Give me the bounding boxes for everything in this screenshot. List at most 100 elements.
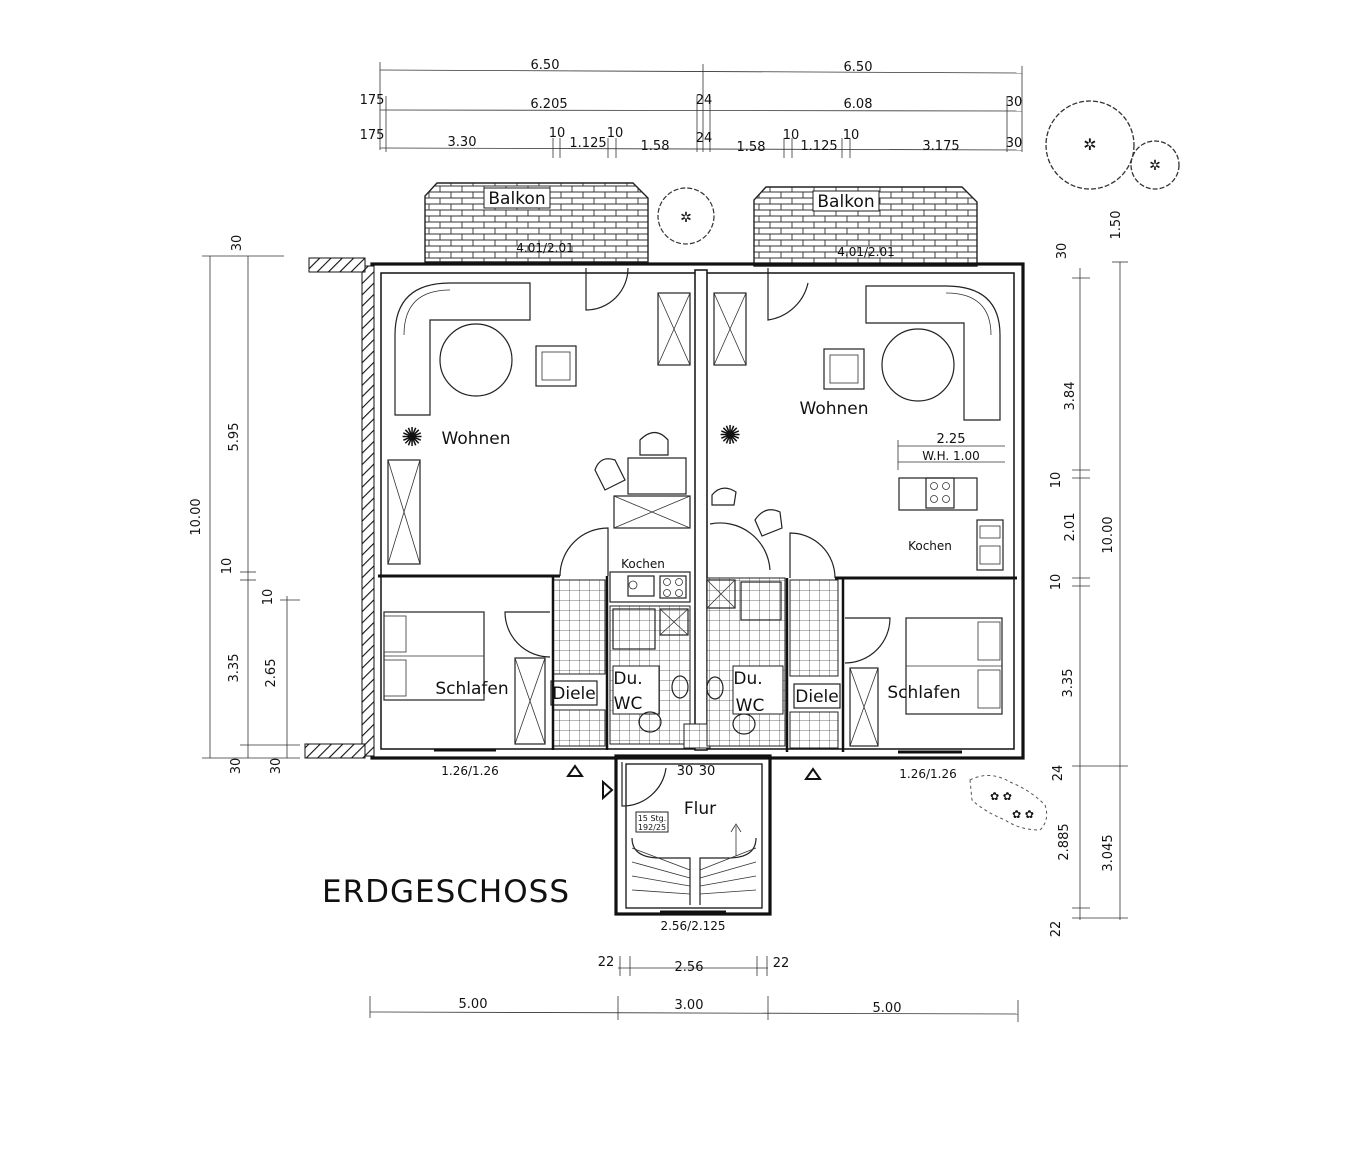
svg-text:✲: ✲ xyxy=(1083,135,1096,154)
dim-top-3c: 10 xyxy=(549,126,566,141)
balcony-right: Balkon 4.01/2.01 xyxy=(753,186,978,267)
flur-wall-b: 30 xyxy=(699,764,716,779)
dim-top-3g: 24 xyxy=(696,131,713,146)
dim-left-c: 10 xyxy=(220,558,235,575)
dim-top-3b: 3.30 xyxy=(448,135,477,150)
plan-title: ERDGESCHOSS xyxy=(322,874,570,910)
dim-top-2a: 175 xyxy=(360,93,385,108)
svg-text:✲: ✲ xyxy=(680,210,692,226)
svg-text:✿ ✿: ✿ ✿ xyxy=(990,790,1012,803)
top-dimensions: 6.50 6.50 175 6.205 24 6.08 30 175 3.30 … xyxy=(360,58,1023,158)
diele-left: Diele xyxy=(550,576,609,750)
stair-note-2: 192/25 xyxy=(638,823,666,832)
dim-top-1a: 6.50 xyxy=(531,58,560,73)
bath-left: Du. WC xyxy=(609,605,711,749)
tree-small-icon: ✲ xyxy=(657,187,715,245)
window-right-label: 1.26/1.26 xyxy=(899,767,956,781)
wohnen-right: ✺ Wohnen 2.25 W.H. 1.00 xyxy=(709,268,1005,579)
dim-bottom-2a: 5.00 xyxy=(459,997,488,1012)
wc-left-label: WC xyxy=(614,694,643,714)
svg-text:✿ ✿: ✿ ✿ xyxy=(1012,808,1034,821)
diele-right-label: Diele xyxy=(795,687,838,707)
dim-bottom-1c: 22 xyxy=(773,956,790,971)
kochen-left-label: Kochen xyxy=(621,557,665,571)
schlafen-right: Schlafen 1.26/1.26 xyxy=(844,617,1003,781)
balkon-right-label: Balkon xyxy=(817,192,874,212)
plant-right-icon: ✺ xyxy=(719,421,741,451)
entry-markers xyxy=(566,764,822,801)
dim-top-2e: 30 xyxy=(1006,95,1023,110)
kitchen-counter-label: 2.25 xyxy=(937,432,966,447)
dim-right-d: 2.01 xyxy=(1063,513,1078,542)
dim-left-d: 3.35 xyxy=(227,654,242,683)
balcony-left: Balkon 4.01/2.01 xyxy=(424,182,649,263)
dim-top-3k: 10 xyxy=(843,128,860,143)
dim-left2-c: 30 xyxy=(269,758,284,775)
diele-left-label: Diele xyxy=(552,684,595,704)
kochen-right: Kochen xyxy=(898,477,1004,571)
dim-right-tree: 1.50 xyxy=(1109,211,1124,240)
flur-stairwell: 15 Stg. 192/25 Flur 2.56/2.125 30 30 xyxy=(614,754,772,933)
dim-right-c: 10 xyxy=(1049,472,1064,489)
dim-top-3d: 1.125 xyxy=(569,136,606,151)
dim-left-b: 5.95 xyxy=(227,423,242,452)
balkon-right-window: 4.01/2.01 xyxy=(837,245,894,259)
dim-top-3f: 1.58 xyxy=(641,139,670,154)
left-dimensions: 10.00 30 5.95 10 3.35 30 10 2.65 30 xyxy=(189,235,300,775)
wohnen-right-label: Wohnen xyxy=(800,399,869,419)
du-left-label: Du. xyxy=(613,669,642,689)
dim-right-i: 22 xyxy=(1049,921,1064,938)
dim-bottom-1a: 22 xyxy=(598,955,615,970)
dim-top-3e: 10 xyxy=(607,126,624,141)
window-left-label: 1.26/1.26 xyxy=(441,764,498,778)
dim-right-h: 2.885 xyxy=(1057,823,1072,860)
dim-top-3i: 10 xyxy=(783,128,800,143)
dim-right-e: 10 xyxy=(1049,574,1064,591)
kochen-right-label: Kochen xyxy=(908,539,952,553)
wohnen-left: ✺ Wohnen xyxy=(387,267,691,577)
dim-bottom-2b: 3.00 xyxy=(675,998,704,1013)
dim-top-3m: 30 xyxy=(1006,136,1023,151)
svg-text:✲: ✲ xyxy=(1149,158,1161,174)
dim-top-2c: 24 xyxy=(696,93,713,108)
dim-right-g: 24 xyxy=(1051,765,1066,782)
building-walls xyxy=(304,257,1025,760)
balkon-left-window: 4.01/2.01 xyxy=(516,241,573,255)
shrubs: ✿ ✿ ✿ ✿ xyxy=(969,775,1048,831)
wohnen-left-label: Wohnen xyxy=(442,429,511,449)
tree-icon: ✲ ✲ xyxy=(1045,100,1180,190)
dim-bottom-1b: 2.56 xyxy=(675,960,704,975)
kochen-left: Kochen xyxy=(609,557,691,603)
dim-top-1b: 6.50 xyxy=(844,60,873,75)
bottom-dimensions: 22 2.56 22 5.00 3.00 5.00 xyxy=(369,955,1019,1022)
schlafen-left-label: Schlafen xyxy=(435,679,508,699)
du-right-label: Du. xyxy=(733,669,762,689)
bath-right: Du. WC xyxy=(706,577,786,747)
kitchen-wh-label: W.H. 1.00 xyxy=(922,449,979,463)
dim-right-f: 3.35 xyxy=(1061,669,1076,698)
dim-right-a: 30 xyxy=(1055,243,1070,260)
schlafen-right-label: Schlafen xyxy=(887,683,960,703)
dim-right-stair: 3.045 xyxy=(1101,834,1116,871)
plant-icon: ✺ xyxy=(401,423,423,453)
dim-left2-a: 10 xyxy=(261,589,276,606)
diele-right: Diele xyxy=(785,578,845,752)
balkon-left-label: Balkon xyxy=(488,189,545,209)
stair-window-label: 2.56/2.125 xyxy=(660,919,725,933)
dim-top-3l: 3.175 xyxy=(922,139,959,154)
flur-label: Flur xyxy=(684,799,716,819)
dim-left-e: 30 xyxy=(229,758,244,775)
dim-right-outer: 10.00 xyxy=(1101,516,1116,553)
dim-top-2b: 6.205 xyxy=(530,97,567,112)
flur-wall-a: 30 xyxy=(677,764,694,779)
dim-bottom-2c: 5.00 xyxy=(873,1001,902,1016)
dim-left-a: 30 xyxy=(230,235,245,252)
dim-left-outer: 10.00 xyxy=(189,498,204,535)
dim-top-2d: 6.08 xyxy=(844,97,873,112)
dim-right-b: 3.84 xyxy=(1063,382,1078,411)
right-dimensions: 30 3.84 10 2.01 10 3.35 24 2.885 22 10.0… xyxy=(1049,211,1128,938)
dim-top-3h: 1.58 xyxy=(737,140,766,155)
dim-top-3j: 1.125 xyxy=(800,139,837,154)
schlafen-left: Schlafen 1.26/1.26 xyxy=(383,611,551,778)
